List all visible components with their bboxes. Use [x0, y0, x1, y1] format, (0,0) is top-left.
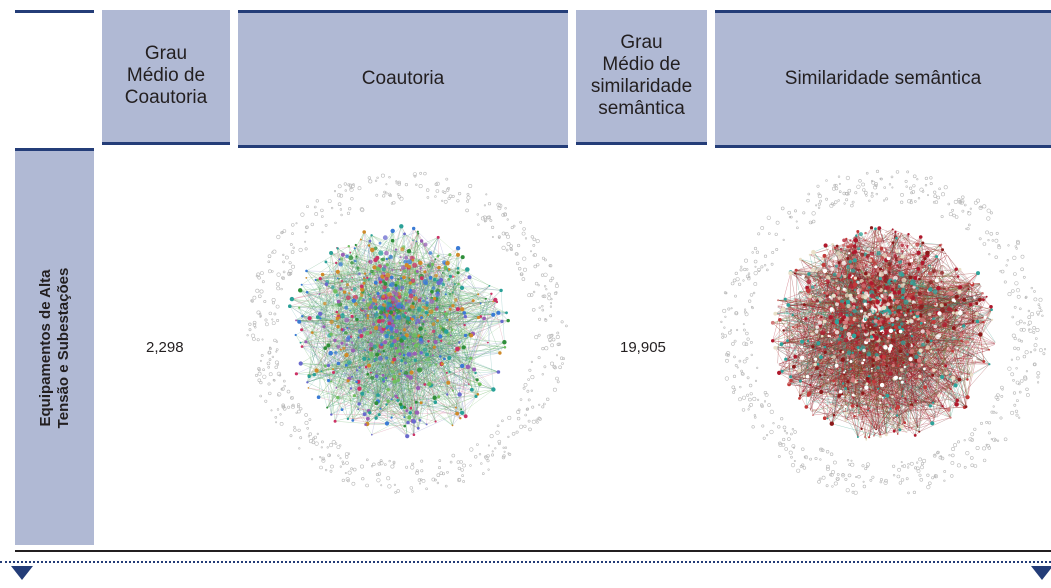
row-label: Equipamentos de Alta Tensão e Subestaçõe…	[36, 267, 72, 429]
row-label-cell: Equipamentos de Alta Tensão e Subestaçõe…	[15, 148, 94, 545]
header-coauthorship: Coautoria	[238, 10, 568, 148]
avg-coauthorship-value: 2,298	[146, 339, 184, 356]
header-avg-semantic: Grau Médio de similaridade semântica	[576, 10, 707, 145]
header-avg-coauthorship: Grau Médio de Coautoria	[102, 10, 230, 145]
coauthorship-network-graph	[246, 171, 568, 494]
triangle-down-icon	[1031, 566, 1051, 580]
triangle-down-icon	[11, 566, 33, 580]
corner-rule	[15, 10, 94, 13]
header-avg-semantic-label: Grau Médio de similaridade semântica	[590, 32, 693, 119]
header-coauthorship-label: Coautoria	[361, 68, 445, 89]
header-semantic: Similaridade semântica	[715, 10, 1051, 148]
header-avg-coauthorship-label: Grau Médio de Coautoria	[124, 43, 208, 108]
avg-semantic-value: 19,905	[620, 339, 666, 356]
dotted-separator	[0, 561, 1051, 563]
header-semantic-label: Similaridade semântica	[784, 68, 982, 89]
bottom-rule	[15, 550, 1051, 552]
semantic-network-graph	[720, 169, 1047, 495]
